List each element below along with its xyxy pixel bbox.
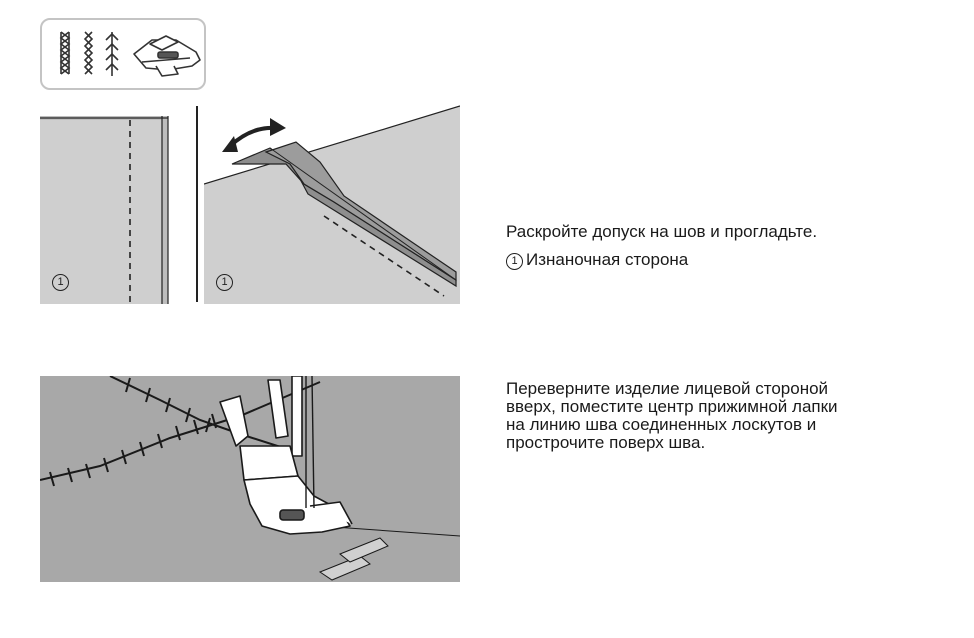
figure-divider [196, 106, 198, 302]
zigzag-stitch-icon [59, 31, 71, 75]
step2-line: на линию шва соединенных лоскутов и [506, 415, 817, 434]
triple-zigzag-stitch-icon [83, 31, 94, 75]
step1-instruction: Раскройте допуск на шов и прогладьте. [506, 222, 818, 241]
step2-text: Переверните изделие лицевой стороной вве… [506, 380, 946, 452]
step2-line: прострочите поверх шва. [506, 433, 706, 452]
legend-number: 1 [506, 253, 523, 270]
figure-callout-number: 1 [216, 274, 233, 291]
step2-line: вверх, поместите центр прижимной лапки [506, 397, 838, 416]
step2-line: Переверните изделие лицевой стороной [506, 379, 829, 398]
figure-callout-number: 1 [52, 274, 69, 291]
stitch-selection-panel [40, 18, 206, 90]
feather-stitch-icon [105, 32, 119, 76]
presser-foot-icon [133, 35, 201, 77]
legend-label: Изнаночная сторона [526, 250, 689, 269]
figure-sewing-over-seam [39, 375, 461, 582]
figure-pressed-seam-allowance: 1 [203, 104, 461, 304]
figure-wrong-side-seam: 1 [40, 106, 170, 304]
